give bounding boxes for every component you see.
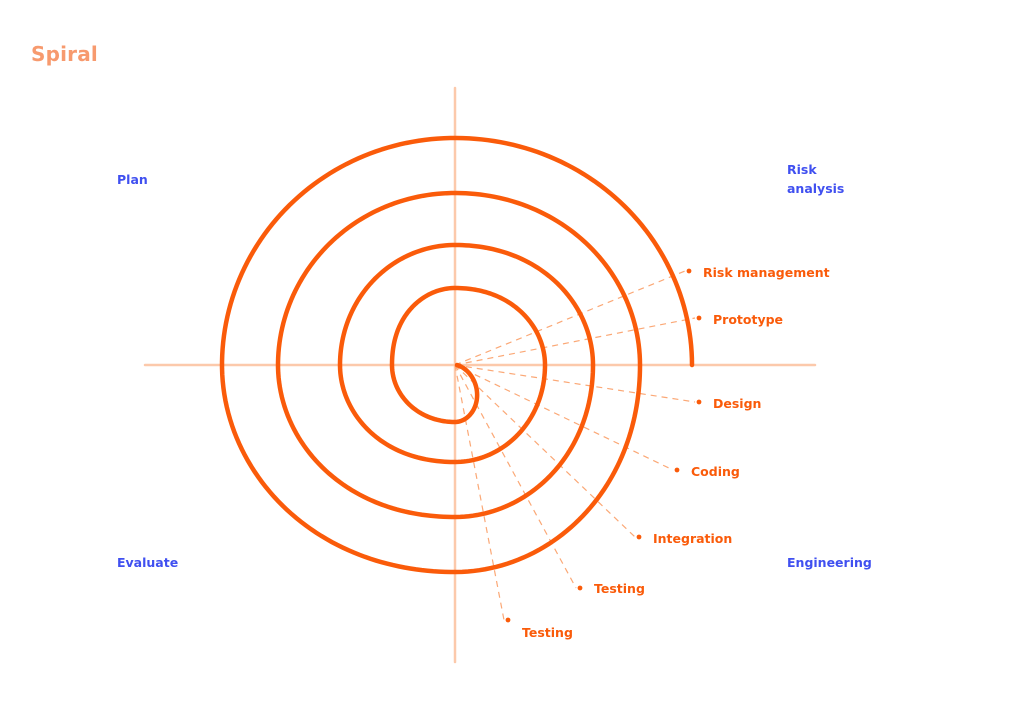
callout-leader-line [454, 364, 636, 538]
callout-label-testing-5: Testing [594, 581, 645, 596]
callout-bullet-dot [686, 268, 692, 274]
callout-label-coding-3: Coding [691, 464, 740, 479]
callout-leader-line [454, 364, 577, 589]
callout-bullets-group [505, 268, 702, 623]
callout-bullet-dot [505, 617, 511, 623]
callout-bullet-dot [636, 534, 642, 540]
callout-bullet-dot [577, 585, 583, 591]
callout-label-testing-6: Testing [522, 625, 573, 640]
quadrant-label-top-right: Risk analysis [787, 162, 845, 196]
spiral-curve-group [219, 135, 695, 575]
callout-leader-line [454, 364, 505, 621]
callout-bullet-dot [696, 399, 702, 405]
quadrant-label-bottom-right: Engineering [787, 555, 872, 570]
callout-leader-line [454, 317, 696, 366]
axes-group [143, 86, 817, 664]
callout-label-risk-management-0: Risk management [703, 265, 830, 280]
callout-label-design-2: Design [713, 396, 762, 411]
spiral-curve [219, 135, 695, 575]
callout-leader-line [454, 364, 674, 471]
callout-label-prototype-1: Prototype [713, 312, 784, 327]
callout-leader-line [454, 364, 696, 403]
page-title: Spiral [31, 42, 98, 66]
quadrant-label-top-left: Plan [117, 172, 148, 187]
quadrant-label-bottom-left: Evaluate [117, 555, 179, 570]
callout-label-integration-4: Integration [653, 531, 733, 546]
callout-bullet-dot [674, 467, 680, 473]
callout-leader-line [454, 270, 686, 366]
leader-lines-group [454, 270, 696, 621]
callout-bullet-dot [696, 315, 702, 321]
